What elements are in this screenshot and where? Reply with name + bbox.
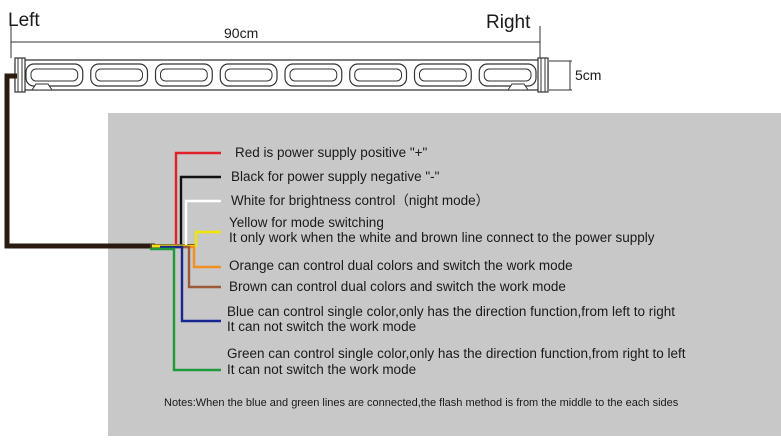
light-module	[219, 63, 278, 87]
light-module	[25, 63, 84, 87]
light-module-lens	[419, 68, 467, 82]
light-module-lens	[483, 68, 532, 82]
label-height: 5cm	[575, 67, 602, 83]
wire-green	[150, 247, 221, 372]
light-bar	[14, 57, 549, 93]
wire-blue	[160, 245, 221, 323]
wire-label-green-2: It can not switch the work mode	[227, 362, 417, 377]
wire-label-yellow-2: It only work when the white and brown li…	[229, 230, 655, 245]
mount-foot-right	[507, 83, 529, 91]
light-module-lens	[224, 68, 273, 82]
light-module-lens	[289, 68, 338, 82]
wire-label-green-1: Green can control single color,only has …	[227, 346, 686, 361]
wire-label-orange: Orange can control dual colors and switc…	[229, 258, 573, 273]
wire-label-yellow-1: Yellow for mode switching	[229, 215, 384, 230]
light-module-lens	[160, 68, 208, 82]
light-module	[284, 63, 343, 87]
light-module	[349, 63, 408, 87]
light-module-lens	[30, 68, 79, 82]
light-module-lens	[95, 68, 143, 82]
wire-label-black: Black for power supply negative "-"	[231, 169, 440, 184]
light-module	[90, 63, 149, 87]
wire-label-blue-1: Blue can control single color,only has t…	[227, 304, 675, 319]
label-length: 90cm	[224, 25, 259, 41]
light-module	[413, 63, 472, 87]
main-cable	[4, 73, 155, 249]
wire-label-white: White for brightness control（night mode）	[231, 193, 490, 208]
label-left: Left	[8, 10, 40, 31]
light-module	[478, 63, 537, 87]
light-module	[154, 63, 213, 87]
wire-label-blue-2: It can not switch the work mode	[227, 319, 417, 334]
notes-text: Notes:When the blue and green lines are …	[164, 397, 679, 409]
end-cap-right	[537, 57, 549, 93]
mount-foot-left	[31, 83, 53, 91]
wire-label-brown: Brown can control dual colors and switch…	[229, 279, 566, 294]
light-module-lens	[354, 68, 402, 82]
label-right: Right	[486, 12, 531, 33]
wire-label-red: Red is power supply positive "+"	[235, 145, 428, 160]
info-panel	[108, 113, 781, 436]
